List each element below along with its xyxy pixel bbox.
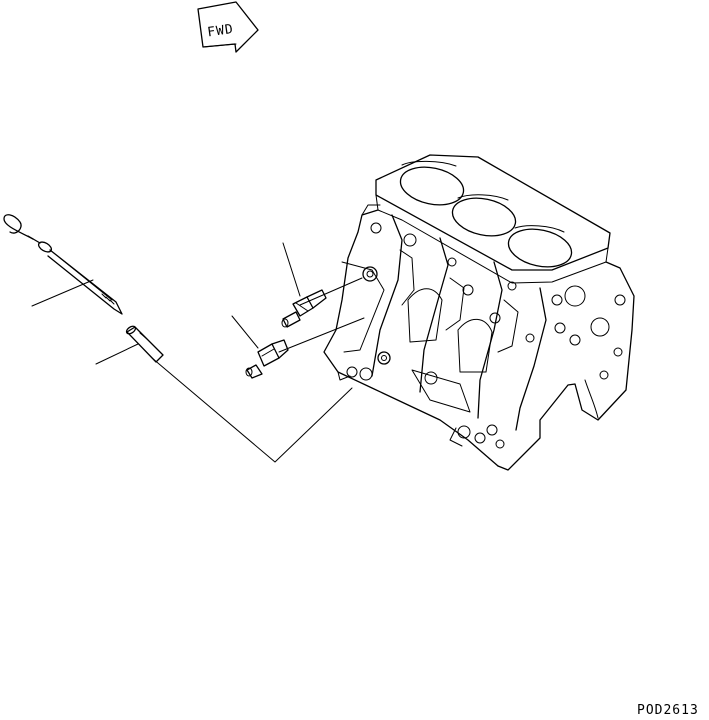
- oil-pressure-switch-lower: [245, 339, 289, 379]
- drawing-id: POD2613: [637, 703, 699, 718]
- dipstick-guide-tube: [125, 325, 164, 363]
- cylinder-block: [323, 154, 635, 471]
- leader-lines: [31, 242, 365, 463]
- oil-pressure-switch-upper: [281, 289, 327, 328]
- dipstick: [3, 214, 123, 315]
- fwd-label: FWD: [206, 22, 234, 41]
- fwd-arrow-icon: FWD: [197, 1, 259, 53]
